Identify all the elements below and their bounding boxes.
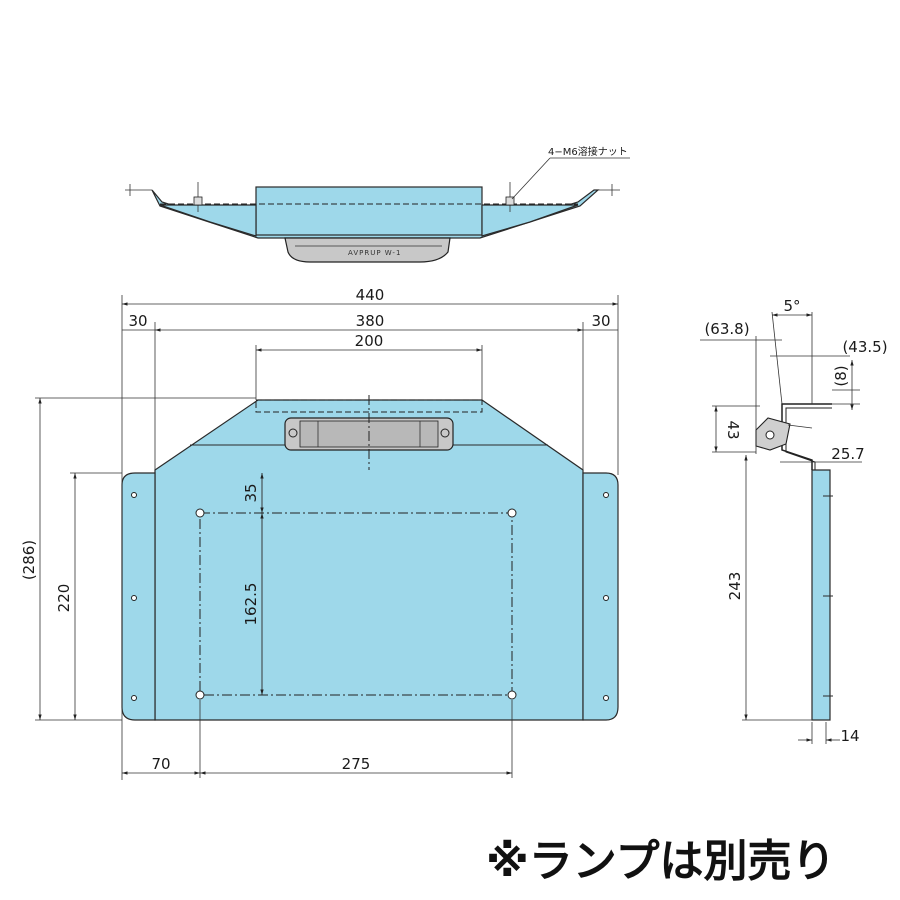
mount-hole xyxy=(195,690,205,700)
dim-hole-top-offset: 35 xyxy=(242,483,260,502)
dim-ref-c: (8) xyxy=(832,365,850,386)
dim-right-flange: 30 xyxy=(591,312,610,330)
mount-hole xyxy=(507,690,517,700)
dim-hole-pitch-v: 162.5 xyxy=(242,583,260,626)
dim-height: 243 xyxy=(726,572,744,601)
dim-plate-height: 220 xyxy=(55,584,73,613)
mount-hole xyxy=(195,508,205,518)
side-view: 5° (63.8) (43.5) (8) 43 25.7 243 14 xyxy=(700,297,888,745)
dim-ref-a: (63.8) xyxy=(704,320,749,338)
dim-overall-height: (286) xyxy=(20,540,38,580)
dim-angle: 5° xyxy=(783,297,800,315)
lamp-label: AVPRUP W-1 xyxy=(348,249,401,257)
dim-left-flange: 30 xyxy=(128,312,147,330)
mount-hole xyxy=(507,508,517,518)
dim-top-width: 200 xyxy=(355,332,384,350)
dim-thickness: 14 xyxy=(840,727,859,745)
dim-ref-b: (43.5) xyxy=(842,338,887,356)
dim-43: 43 xyxy=(724,420,742,439)
dim-hole-pitch-h: 275 xyxy=(342,755,371,773)
dim-overall-width: 440 xyxy=(356,286,385,304)
dim-25-7: 25.7 xyxy=(831,445,864,463)
front-view: 440 380 30 30 200 (286) 220 35 162.5 70 … xyxy=(20,286,619,780)
weld-nut-callout: 4−M6溶接ナット xyxy=(548,145,628,158)
top-view: AVPRUP W-1 4−M6溶接ナット xyxy=(125,145,630,263)
dim-inner-width: 380 xyxy=(356,312,385,330)
lamp-sold-separately-note: ※ランプは別売り xyxy=(486,836,836,887)
dim-hole-left-offset: 70 xyxy=(151,755,170,773)
